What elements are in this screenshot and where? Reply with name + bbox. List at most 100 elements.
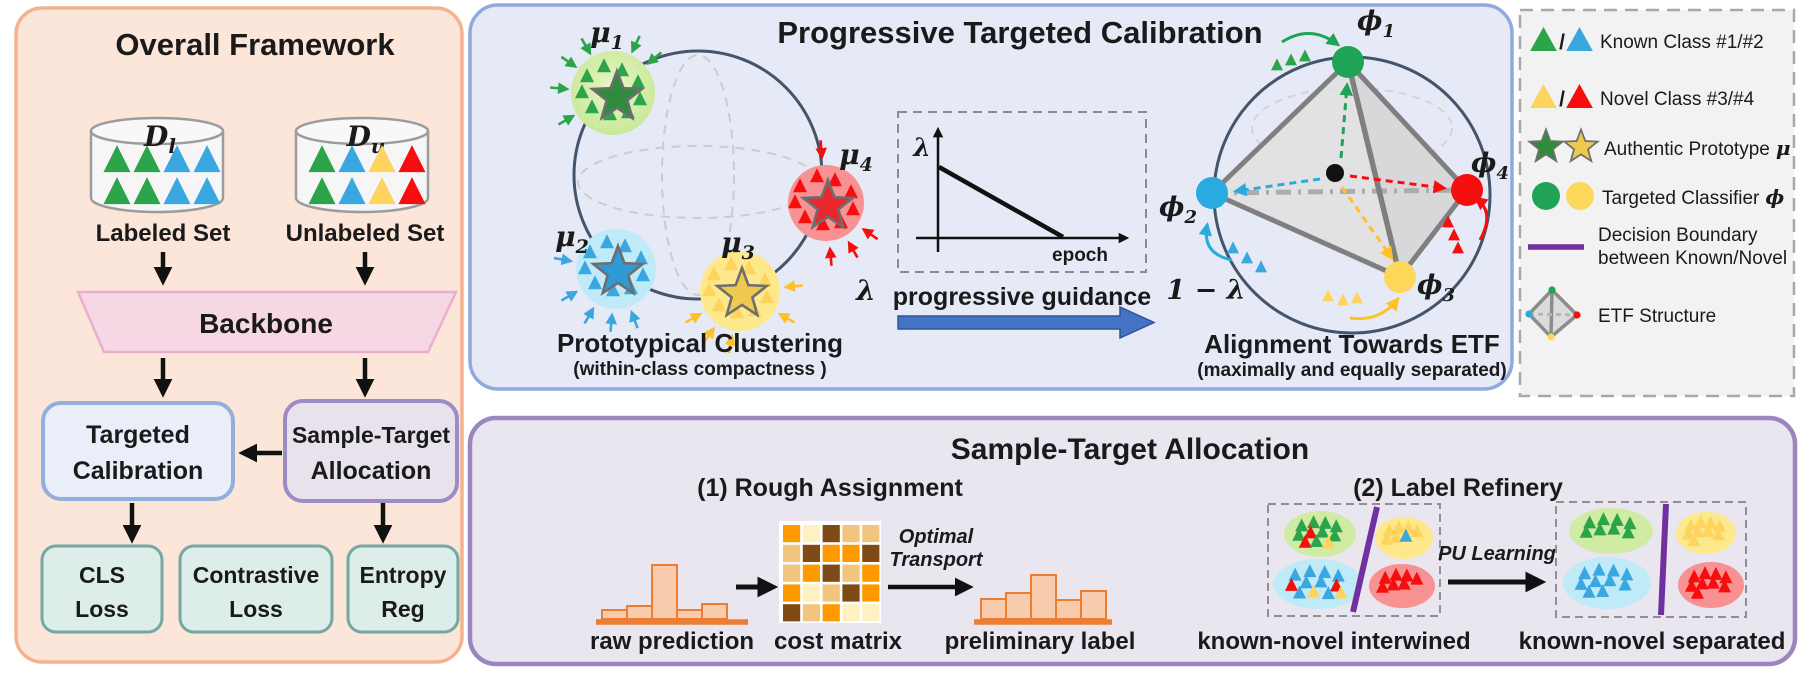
cluster-triangles-and-arrows <box>550 35 879 354</box>
cost-matrix-caption: cost matrix <box>774 628 903 655</box>
unlabeled-set-caption: Unlabeled Set <box>286 220 445 247</box>
lambda-schedule-plot: λ epoch <box>897 111 1147 273</box>
unlabeled-sample-triangles <box>308 145 426 205</box>
yellow-circle-icon <box>1566 182 1594 210</box>
backbone-label: Backbone <box>199 308 333 339</box>
raw-histogram-bars <box>601 564 728 620</box>
labeled-dataset-cylinder: Dl Labeled Set <box>89 116 231 247</box>
decision-boundary-label-2: between Known/Novel <box>1598 248 1787 269</box>
legend-item-novel-class: / Novel Class #3/#4 <box>1530 84 1755 111</box>
curved-arrow-yellow <box>1349 296 1400 321</box>
known-novel-interwined-box: known-novel interwined <box>1197 503 1471 655</box>
separated-triangles <box>1574 512 1733 599</box>
decision-boundary-label-1: Decision Boundary <box>1598 225 1758 246</box>
separated-decision-boundary <box>1658 503 1669 616</box>
classifier-circle-blue <box>1196 177 1228 209</box>
phi4-label: ϕ4 <box>1471 148 1509 184</box>
labeled-sample-triangles <box>103 145 221 205</box>
interwined-decision-boundary <box>1350 506 1380 613</box>
preliminary-histogram-bars <box>980 574 1107 620</box>
known-novel-separated-box: known-novel separated <box>1519 501 1785 655</box>
sample-target-label-2: Allocation <box>311 457 432 485</box>
clustering-caption: Prototypical Clustering <box>557 328 843 358</box>
phi3-label: ϕ3 <box>1417 270 1455 306</box>
tetrahedron-hidden-edge <box>1528 312 1578 317</box>
classifier-circle-yellow <box>1384 261 1416 293</box>
tetra-dot-red <box>1573 311 1581 319</box>
novel-class-label: Novel Class #3/#4 <box>1600 89 1755 110</box>
curved-arrow-green <box>1281 32 1341 47</box>
raw-prediction-histogram: raw prediction <box>590 564 754 655</box>
calibration-title: Progressive Targeted Calibration <box>777 15 1262 50</box>
mu1-label: μ1 <box>590 16 624 54</box>
schedule-ylabel: λ <box>912 133 931 162</box>
overall-framework-panel: Overall Framework Dl Labeled Set Du Unla… <box>14 6 464 664</box>
cls-loss-label-1: CLS <box>79 562 125 588</box>
entropy-reg-label-1: Entropy <box>360 562 447 588</box>
sphere-meridian-dashed <box>661 54 735 296</box>
unlabeled-dataset-cylinder: Du Unlabeled Set <box>286 116 445 247</box>
mu4-label: μ4 <box>839 138 873 176</box>
legend-item-decision-boundary: Decision Boundary between Known/Novel <box>1528 225 1787 269</box>
cylinder-top <box>89 116 225 146</box>
classifier-circle-green <box>1332 46 1364 78</box>
pu-learning-label: PU Learning <box>1438 543 1556 565</box>
known-class-label: Known Class #1/#2 <box>1600 32 1764 53</box>
sample-target-label-1: Sample-Target <box>292 422 450 448</box>
rough-assignment-heading: (1) Rough Assignment <box>697 474 963 502</box>
green-circle-icon <box>1532 182 1560 210</box>
etf-center-arrows <box>1232 81 1448 261</box>
label-refinery-heading: (2) Label Refinery <box>1353 474 1563 502</box>
classifier-circle-red <box>1451 174 1483 206</box>
tetra-dot-yellow <box>1547 333 1555 341</box>
schedule-xlabel: epoch <box>1052 245 1108 266</box>
center-arrow-blue <box>1232 177 1321 197</box>
etf-alignment-sphere: ϕ1 ϕ2 ϕ3 ϕ4 1 − λ Alignment Towards ETF … <box>1159 6 1509 381</box>
etf-caption: Alignment Towards ETF <box>1204 329 1500 359</box>
phi1-label: ϕ1 <box>1357 6 1395 42</box>
slash-separator: / <box>1559 31 1565 54</box>
cost-matrix-cells <box>783 525 880 622</box>
center-arrow-yellow <box>1340 186 1394 261</box>
cylinder-top <box>294 116 430 146</box>
progressive-targeted-calibration-panel: Progressive Targeted Calibration μ1 μ2 μ… <box>468 3 1514 391</box>
phi2-label: ϕ2 <box>1159 192 1197 228</box>
interwined-dashed-border <box>1267 503 1441 617</box>
lambda-weight-label: λ <box>855 274 876 307</box>
preliminary-label-caption: preliminary label <box>945 628 1136 655</box>
mu3-label: μ3 <box>721 226 755 264</box>
interwined-triangles <box>1284 515 1424 600</box>
legend-item-known-class: / Known Class #1/#2 <box>1530 27 1764 54</box>
sample-target-allocation-box <box>283 399 459 503</box>
classifier-approach-triangles <box>1227 49 1464 306</box>
curved-arrow-red <box>1473 196 1489 241</box>
separated-dashed-border <box>1555 501 1747 618</box>
legend-item-etf-structure: ETF Structure <box>1525 286 1716 341</box>
backbone-block <box>76 290 458 354</box>
targeted-calibration-label-2: Calibration <box>73 457 204 485</box>
interwined-caption: known-novel interwined <box>1197 628 1470 655</box>
tetra-dot-blue <box>1525 310 1533 318</box>
cls-loss-label-2: Loss <box>75 596 129 622</box>
prototypical-clustering-sphere: μ1 μ2 μ3 μ4 Prototypical Clustering (wit… <box>550 16 879 380</box>
slash-separator: / <box>1559 88 1565 111</box>
mu2-label: μ2 <box>555 220 589 258</box>
center-arrow-green <box>1339 81 1353 159</box>
targeted-calibration-box <box>41 401 235 501</box>
contrastive-loss-box <box>178 544 334 634</box>
etf-face-right <box>1348 62 1467 277</box>
guidance-arrow <box>897 305 1156 340</box>
contrastive-loss-label-2: Loss <box>229 596 283 622</box>
center-arrow-red <box>1349 174 1448 194</box>
etf-edges <box>1210 60 1469 280</box>
optimal-transport-label-1: Optimal <box>899 526 974 548</box>
etf-hidden-edge <box>1211 187 1468 196</box>
schedule-decreasing-line <box>937 165 1065 239</box>
schedule-plot-border <box>897 111 1147 273</box>
legend-border <box>1518 8 1796 398</box>
labeled-set-caption: Labeled Set <box>96 220 231 247</box>
one-minus-lambda-label: 1 − λ <box>1166 275 1245 306</box>
etf-face-left <box>1212 62 1400 277</box>
